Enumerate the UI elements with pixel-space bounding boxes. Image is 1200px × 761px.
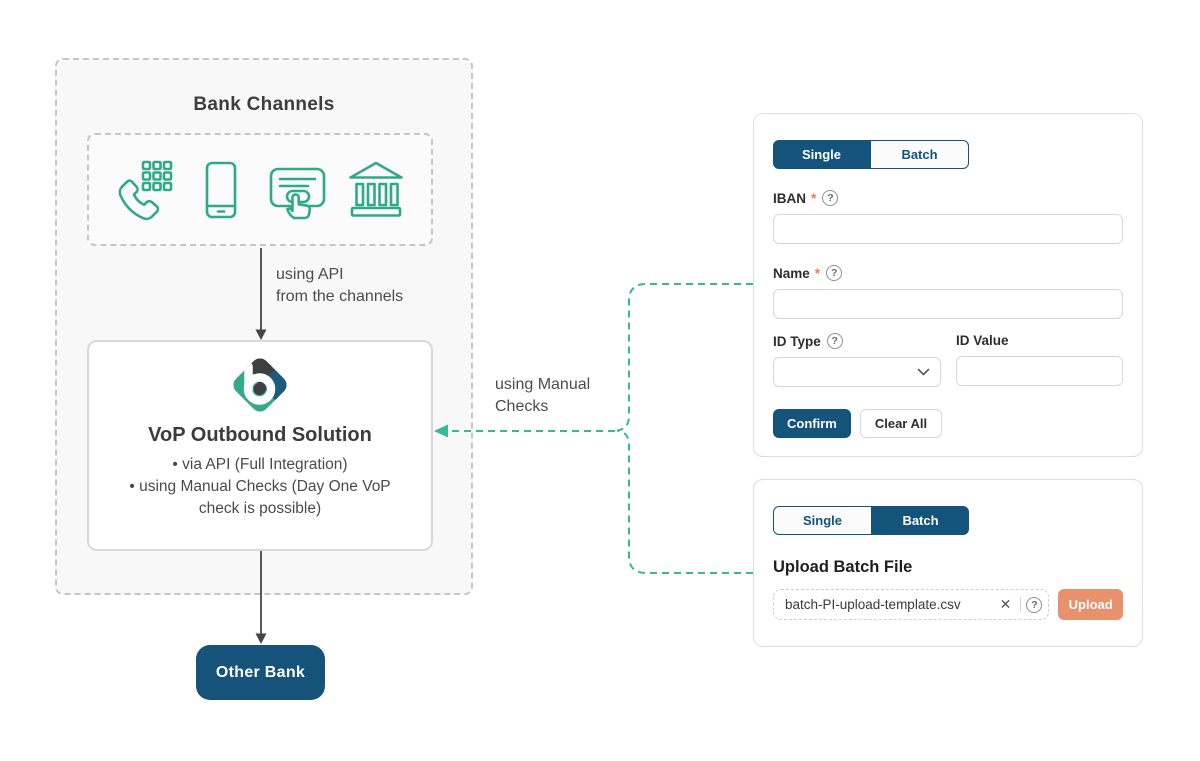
smartphone-icon bbox=[191, 159, 251, 221]
id-value-label-row: ID Value bbox=[956, 333, 1123, 348]
vop-bullet-manual: using Manual Checks (Day One VoP check i… bbox=[124, 476, 396, 520]
file-help-icon[interactable]: ? bbox=[1026, 596, 1043, 613]
api-flow-label-line1: using API bbox=[276, 266, 344, 283]
clear-file-icon[interactable]: ✕ bbox=[999, 596, 1012, 612]
vop-bullet-api: via API (Full Integration) bbox=[124, 454, 396, 476]
card-tap-icon bbox=[267, 159, 329, 221]
id-type-select[interactable] bbox=[773, 357, 941, 387]
api-flow-label-line2: from the channels bbox=[276, 288, 404, 306]
iban-input[interactable] bbox=[773, 214, 1123, 244]
form-actions-row: Confirm Clear All bbox=[773, 409, 1123, 438]
vop-brand-logo-icon bbox=[229, 354, 291, 416]
file-input[interactable]: batch-PI-upload-template.csv ✕ ? bbox=[773, 589, 1050, 620]
other-bank-node[interactable]: Other Bank bbox=[196, 645, 325, 700]
single-panel-tab-group: Single Batch bbox=[773, 140, 969, 169]
manual-checks-label-line1: using Manual bbox=[495, 376, 591, 393]
api-flow-label: using API from the channels bbox=[276, 264, 403, 309]
tab-batch[interactable]: Batch bbox=[870, 140, 969, 169]
name-help-icon[interactable]: ? bbox=[826, 265, 843, 281]
id-fields-row: ID Type ? ID Value bbox=[773, 319, 1123, 387]
upload-batch-heading: Upload Batch File bbox=[773, 558, 913, 576]
tab-single[interactable]: Single bbox=[773, 140, 870, 169]
id-value-input[interactable] bbox=[956, 356, 1123, 386]
phone-keypad-icon bbox=[114, 159, 174, 221]
id-type-help-icon[interactable]: ? bbox=[826, 333, 843, 349]
vop-bullet-list: via API (Full Integration) using Manual … bbox=[124, 454, 396, 520]
id-value-label: ID Value bbox=[956, 333, 1009, 348]
vop-title: VoP Outbound Solution bbox=[148, 424, 372, 446]
single-check-panel: Single Batch IBAN * ? Name * ? ID Type ? bbox=[753, 113, 1143, 457]
manual-checks-label-line2: Checks bbox=[495, 398, 549, 416]
iban-label: IBAN bbox=[773, 190, 806, 206]
required-asterisk: * bbox=[814, 265, 821, 281]
tab-batch[interactable]: Batch bbox=[872, 506, 969, 535]
bank-channels-title: Bank Channels bbox=[193, 94, 335, 115]
upload-button[interactable]: Upload bbox=[1058, 589, 1123, 620]
clear-all-button[interactable]: Clear All bbox=[859, 409, 943, 438]
batch-panel-tab-group: Single Batch bbox=[773, 506, 969, 535]
tab-single[interactable]: Single bbox=[773, 506, 872, 535]
id-type-label: ID Type bbox=[773, 333, 821, 349]
vop-solution-box: VoP Outbound Solution via API (Full Inte… bbox=[87, 340, 433, 551]
manual-checks-label: using Manual Checks bbox=[495, 374, 590, 419]
bank-building-icon bbox=[346, 159, 406, 221]
bank-channels-container: Bank Channels bbox=[55, 58, 473, 595]
required-asterisk: * bbox=[811, 190, 817, 206]
divider bbox=[1020, 597, 1022, 612]
confirm-button[interactable]: Confirm bbox=[773, 409, 851, 438]
name-label: Name bbox=[773, 265, 810, 281]
channel-icons-box bbox=[87, 133, 433, 246]
name-input[interactable] bbox=[773, 289, 1123, 319]
batch-upload-panel: Single Batch Upload Batch File batch-PI-… bbox=[753, 479, 1143, 647]
name-label-row: Name * ? bbox=[773, 265, 1123, 281]
file-upload-row: batch-PI-upload-template.csv ✕ ? Upload bbox=[773, 589, 1123, 620]
chevron-down-icon bbox=[917, 368, 930, 376]
iban-help-icon[interactable]: ? bbox=[822, 190, 839, 206]
iban-label-row: IBAN * ? bbox=[773, 190, 1123, 206]
id-type-label-row: ID Type ? bbox=[773, 333, 941, 349]
file-name: batch-PI-upload-template.csv bbox=[785, 597, 961, 612]
